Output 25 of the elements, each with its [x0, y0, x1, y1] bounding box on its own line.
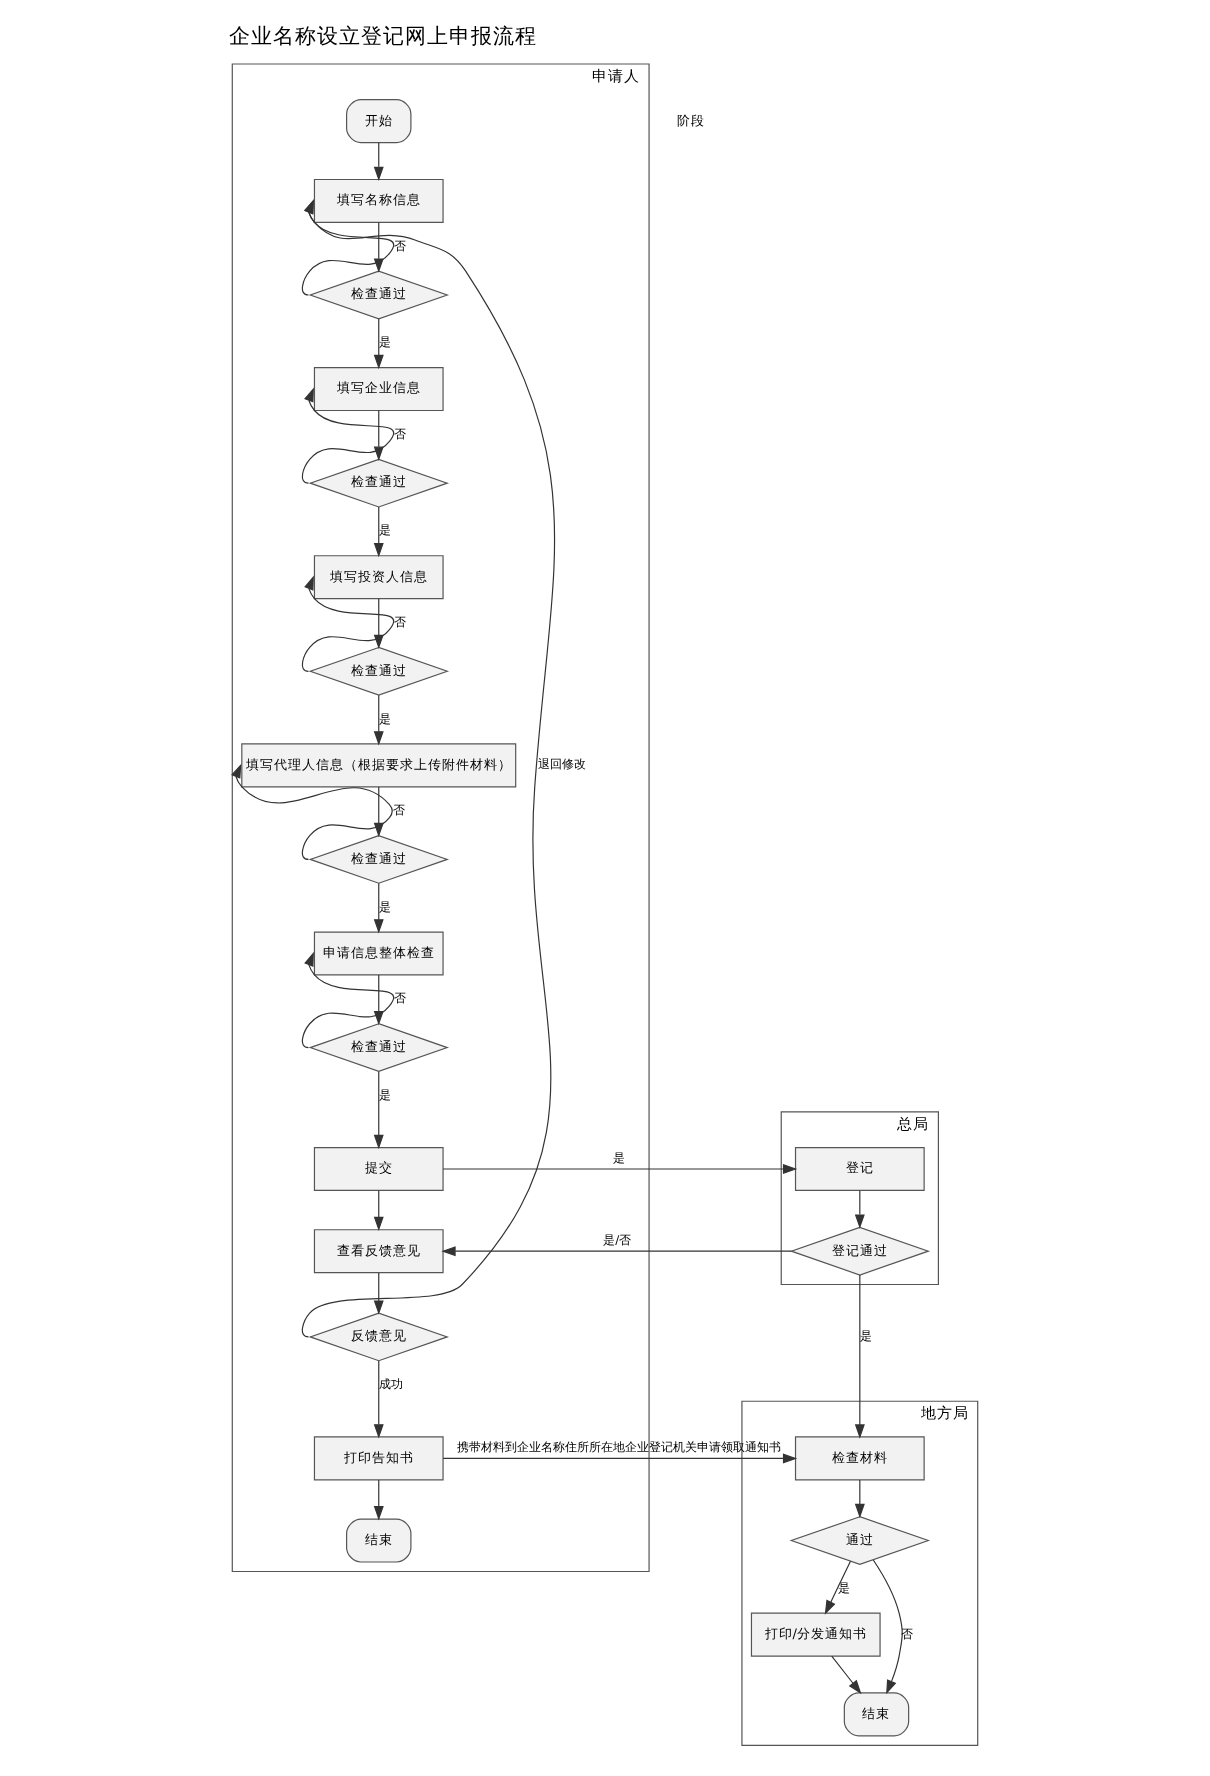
arrow [373, 1360, 384, 1439]
arrow [824, 1560, 852, 1615]
arrow [872, 1559, 903, 1695]
arrow [373, 1071, 384, 1150]
arrow [442, 1453, 798, 1464]
diagram-title: 企业名称设立登记网上申报流程 [228, 23, 537, 50]
arrow [442, 1164, 798, 1175]
arrow [831, 1655, 862, 1695]
arrow [373, 318, 384, 370]
arrow [373, 1272, 384, 1315]
arrow [231, 763, 393, 860]
arrow [373, 506, 384, 558]
arrow [854, 1274, 865, 1439]
arrow [373, 1479, 384, 1521]
arrow [301, 387, 394, 484]
arrow [373, 694, 384, 746]
arrow [441, 1246, 792, 1257]
arrow [854, 1190, 865, 1229]
arrow [373, 882, 384, 934]
arrow [301, 951, 394, 1049]
arrow [373, 142, 384, 182]
arrow [373, 1190, 384, 1232]
arrow [854, 1479, 865, 1519]
arrow [373, 221, 384, 273]
arrow [301, 575, 394, 672]
